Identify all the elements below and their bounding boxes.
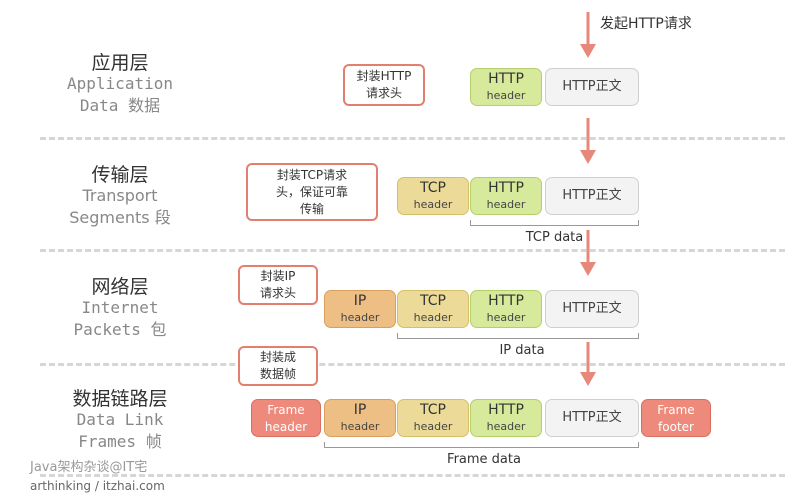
layer-internet-en2: Packets 包 (30, 319, 210, 341)
watermark-line1: Java架构杂谈@IT宅 (30, 460, 148, 475)
layer-internet-en1: Internet (81, 298, 159, 317)
in-http-body-box: HTTP正文 (545, 290, 639, 328)
link-tcp-header-sub: header (413, 420, 453, 433)
tcp-data-bracket (470, 220, 639, 226)
layer-internet-en2-cn: 包 (150, 320, 167, 339)
in-ip-header-title: IP (353, 293, 367, 309)
link-ip-header-box: IP header (324, 399, 396, 437)
in-ip-header-box: IP header (324, 290, 396, 328)
in-tcp-header-box: TCP header (397, 290, 469, 328)
in-http-body-title: HTTP正文 (562, 301, 622, 316)
callout-transport-line3: 传输 (299, 201, 324, 216)
link-frame-footer-title: Frame (657, 403, 695, 417)
callout-link-line2: 数据帧 (259, 367, 296, 381)
tr-tcp-header-sub: header (413, 198, 453, 211)
divider-2 (40, 249, 785, 252)
layer-app-en2-text: Data (79, 96, 119, 115)
app-http-body-title: HTTP正文 (562, 79, 622, 94)
arrow-transport-to-internet (580, 230, 596, 276)
link-frame-header-box: Frame header (251, 399, 321, 437)
layer-transport-en1: Transport (82, 186, 158, 205)
layer-link-en1: Data Link (76, 410, 164, 429)
tr-http-header-title: HTTP (488, 180, 524, 196)
link-ip-header-sub: header (340, 420, 380, 433)
layer-transport-en2-text: Segments (69, 208, 150, 227)
tr-http-header-box: HTTP header (470, 177, 542, 215)
app-http-header-title: HTTP (488, 71, 524, 87)
in-http-header-title: HTTP (488, 293, 524, 309)
link-http-body-title: HTTP正文 (562, 410, 622, 425)
link-tcp-header-title: TCP (420, 402, 446, 418)
link-frame-footer-sub: footer (658, 420, 694, 434)
link-http-body-box: HTTP正文 (545, 399, 639, 437)
arrow-top (580, 12, 596, 58)
app-http-body-box: HTTP正文 (545, 68, 639, 106)
callout-internet-line2: 请求头 (259, 286, 296, 300)
layer-transport-en2-cn: 段 (154, 208, 171, 227)
in-ip-header-sub: header (340, 311, 380, 324)
link-tcp-header-box: TCP header (397, 399, 469, 437)
arrow-internet-to-link (580, 342, 596, 386)
layer-app-en1: Application (67, 74, 173, 93)
callout-link: 封装成 数据帧 (238, 346, 318, 386)
layer-app-cn: 应用层 (91, 52, 149, 74)
divider-1 (40, 137, 785, 140)
callout-link-line1: 封装成 (259, 350, 296, 364)
frame-data-bracket (324, 442, 639, 448)
arrow-app-to-transport (580, 118, 596, 164)
layer-link-en2-text: Frames (78, 432, 137, 451)
layer-link-en2-cn: 帧 (145, 432, 162, 451)
layer-link-en2: Frames 帧 (30, 431, 210, 453)
callout-app: 封装HTTP 请求头 (343, 64, 425, 106)
link-frame-header-sub: header (264, 420, 308, 434)
layer-transport-cn: 传输层 (91, 164, 149, 186)
callout-transport-line2: 头，保证可靠 (275, 184, 348, 199)
layer-transport-en2: Segments 段 (30, 207, 210, 229)
top-label: 发起HTTP请求 (600, 16, 692, 32)
tcp-data-label: TCP data (525, 230, 584, 245)
ip-data-bracket (397, 333, 639, 339)
layer-app-en2: Data 数据 (30, 95, 210, 117)
callout-transport: 封装TCP请求 头，保证可靠 传输 (246, 163, 378, 221)
frame-data-label: Frame data (447, 452, 521, 467)
divider-4 (40, 474, 785, 477)
in-http-header-sub: header (486, 311, 526, 324)
link-frame-footer-box: Frame footer (641, 399, 711, 437)
link-http-header-sub: header (486, 420, 526, 433)
ip-data-label: IP data (499, 343, 545, 358)
link-frame-header-title: Frame (267, 403, 305, 417)
tr-tcp-header-box: TCP header (397, 177, 469, 215)
callout-internet-line1: 封装IP (260, 269, 296, 283)
layer-app-en2-cn: 数据 (128, 96, 161, 115)
layer-internet-cn: 网络层 (91, 276, 149, 298)
callout-transport-line1: 封装TCP请求 (276, 167, 348, 182)
link-ip-header-title: IP (353, 402, 367, 418)
tr-http-header-sub: header (486, 198, 526, 211)
tr-tcp-header-title: TCP (420, 180, 446, 196)
divider-3 (40, 363, 785, 366)
app-http-header-box: HTTP header (470, 68, 542, 106)
callout-app-line1: 封装HTTP (356, 69, 412, 83)
callout-app-line2: 请求头 (365, 86, 402, 100)
layer-link-cn: 数据链路层 (72, 388, 168, 410)
in-tcp-header-title: TCP (420, 293, 446, 309)
tr-http-body-box: HTTP正文 (545, 177, 639, 215)
callout-internet: 封装IP 请求头 (238, 265, 318, 305)
app-http-header-sub: header (486, 89, 526, 102)
in-tcp-header-sub: header (413, 311, 453, 324)
tr-http-body-title: HTTP正文 (562, 188, 622, 203)
in-http-header-box: HTTP header (470, 290, 542, 328)
watermark-line2: arthinking / itzhai.com (30, 479, 165, 493)
link-http-header-box: HTTP header (470, 399, 542, 437)
link-http-header-title: HTTP (488, 402, 524, 418)
layer-internet-en2-text: Packets (73, 320, 141, 339)
